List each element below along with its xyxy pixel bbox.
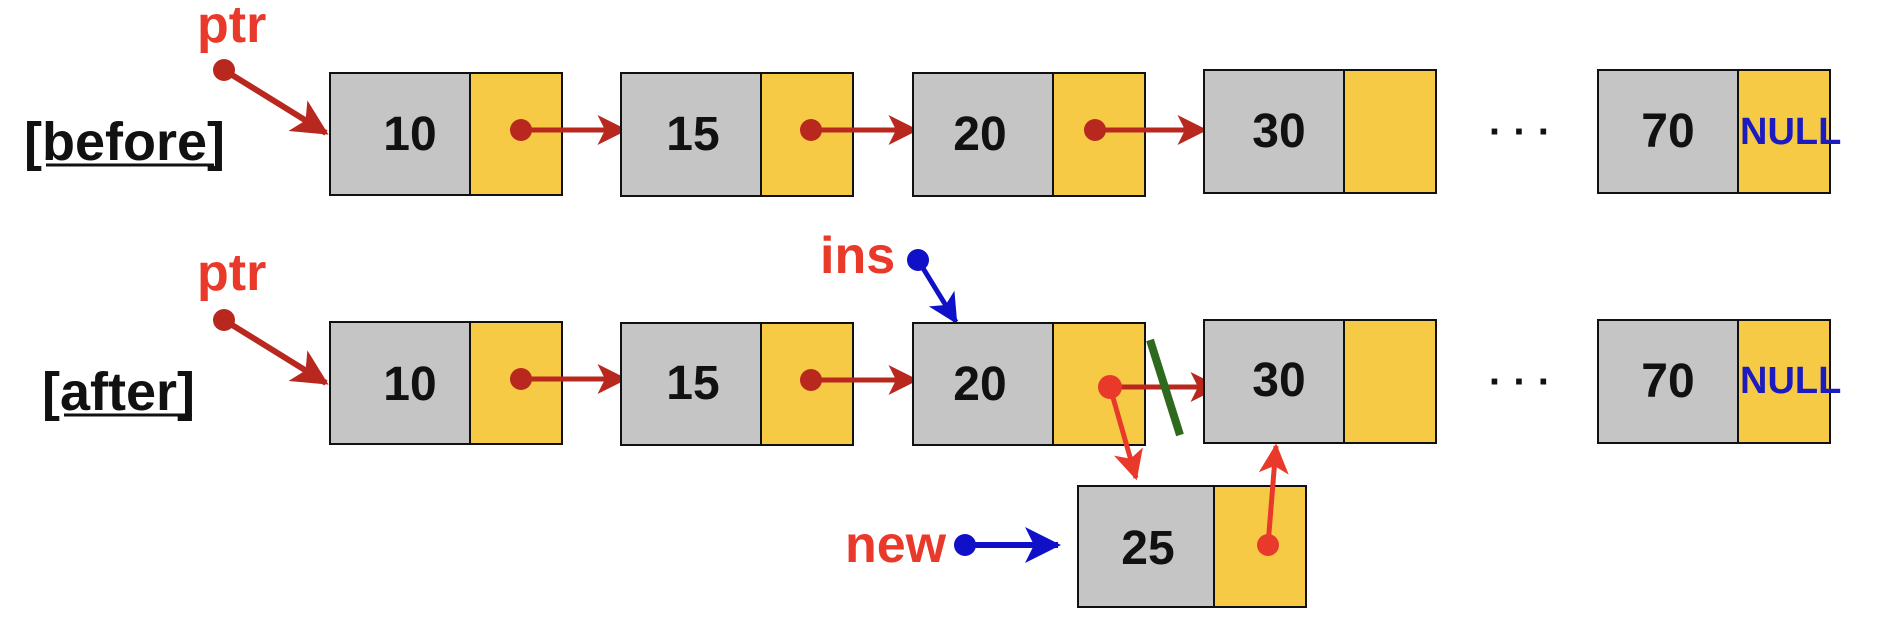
new-link-arrow <box>1107 386 1143 481</box>
node-after-15: 15 <box>620 322 854 446</box>
data-cell <box>329 321 471 445</box>
null-label: NULL <box>1740 111 1841 153</box>
ins-arrow <box>915 258 959 325</box>
link-cell <box>1343 69 1437 194</box>
node-before-10: 10 <box>329 72 563 196</box>
link-cell <box>1737 319 1831 444</box>
node-value: 15 <box>666 108 719 161</box>
node-before-70: 70 NULL <box>1597 69 1841 194</box>
ellipsis-before: · · · <box>1489 110 1551 154</box>
node-new-25: 25 <box>1077 485 1307 608</box>
new-node-link-arrow <box>1258 443 1289 546</box>
node-value: 20 <box>953 358 1006 411</box>
node-after-10: 10 <box>329 321 563 445</box>
node-after-30: 30 <box>1203 319 1437 444</box>
link-dot-25 <box>1257 534 1279 556</box>
ptr-label-before: ptr <box>197 0 266 54</box>
row-label-after: [after] <box>42 362 195 422</box>
node-value: 70 <box>1641 355 1694 408</box>
node-value: 10 <box>383 108 436 161</box>
ptr-arrow-before <box>222 67 329 136</box>
data-cell <box>620 322 762 446</box>
ellipsis-after: · · · <box>1489 360 1551 404</box>
node-value: 30 <box>1252 354 1305 407</box>
ptr-label-after: ptr <box>197 244 266 302</box>
row-label-before: [before] <box>24 112 225 172</box>
node-before-20: 20 <box>912 72 1146 197</box>
cut-link-mark <box>1146 338 1184 437</box>
data-cell <box>912 322 1054 446</box>
link-cell <box>1737 69 1831 194</box>
node-value: 30 <box>1252 105 1305 158</box>
data-cell <box>1597 319 1739 444</box>
node-value: 70 <box>1641 105 1694 158</box>
ptr-arrow-after <box>222 317 329 386</box>
node-before-30: 30 <box>1203 69 1437 194</box>
link-cell <box>469 321 563 445</box>
new-label: new <box>845 516 947 574</box>
node-after-70: 70 NULL <box>1597 319 1841 444</box>
data-cell <box>1203 319 1345 444</box>
node-value: 10 <box>383 358 436 411</box>
data-cell <box>620 72 762 197</box>
ins-label: ins <box>820 227 895 285</box>
link-dot-20 <box>1098 375 1122 399</box>
data-cell <box>329 72 471 196</box>
node-value: 15 <box>666 357 719 410</box>
link-cell <box>1343 319 1437 444</box>
node-value: 25 <box>1121 522 1174 575</box>
node-value: 20 <box>953 108 1006 161</box>
null-label: NULL <box>1740 360 1841 402</box>
data-cell <box>1203 69 1345 194</box>
